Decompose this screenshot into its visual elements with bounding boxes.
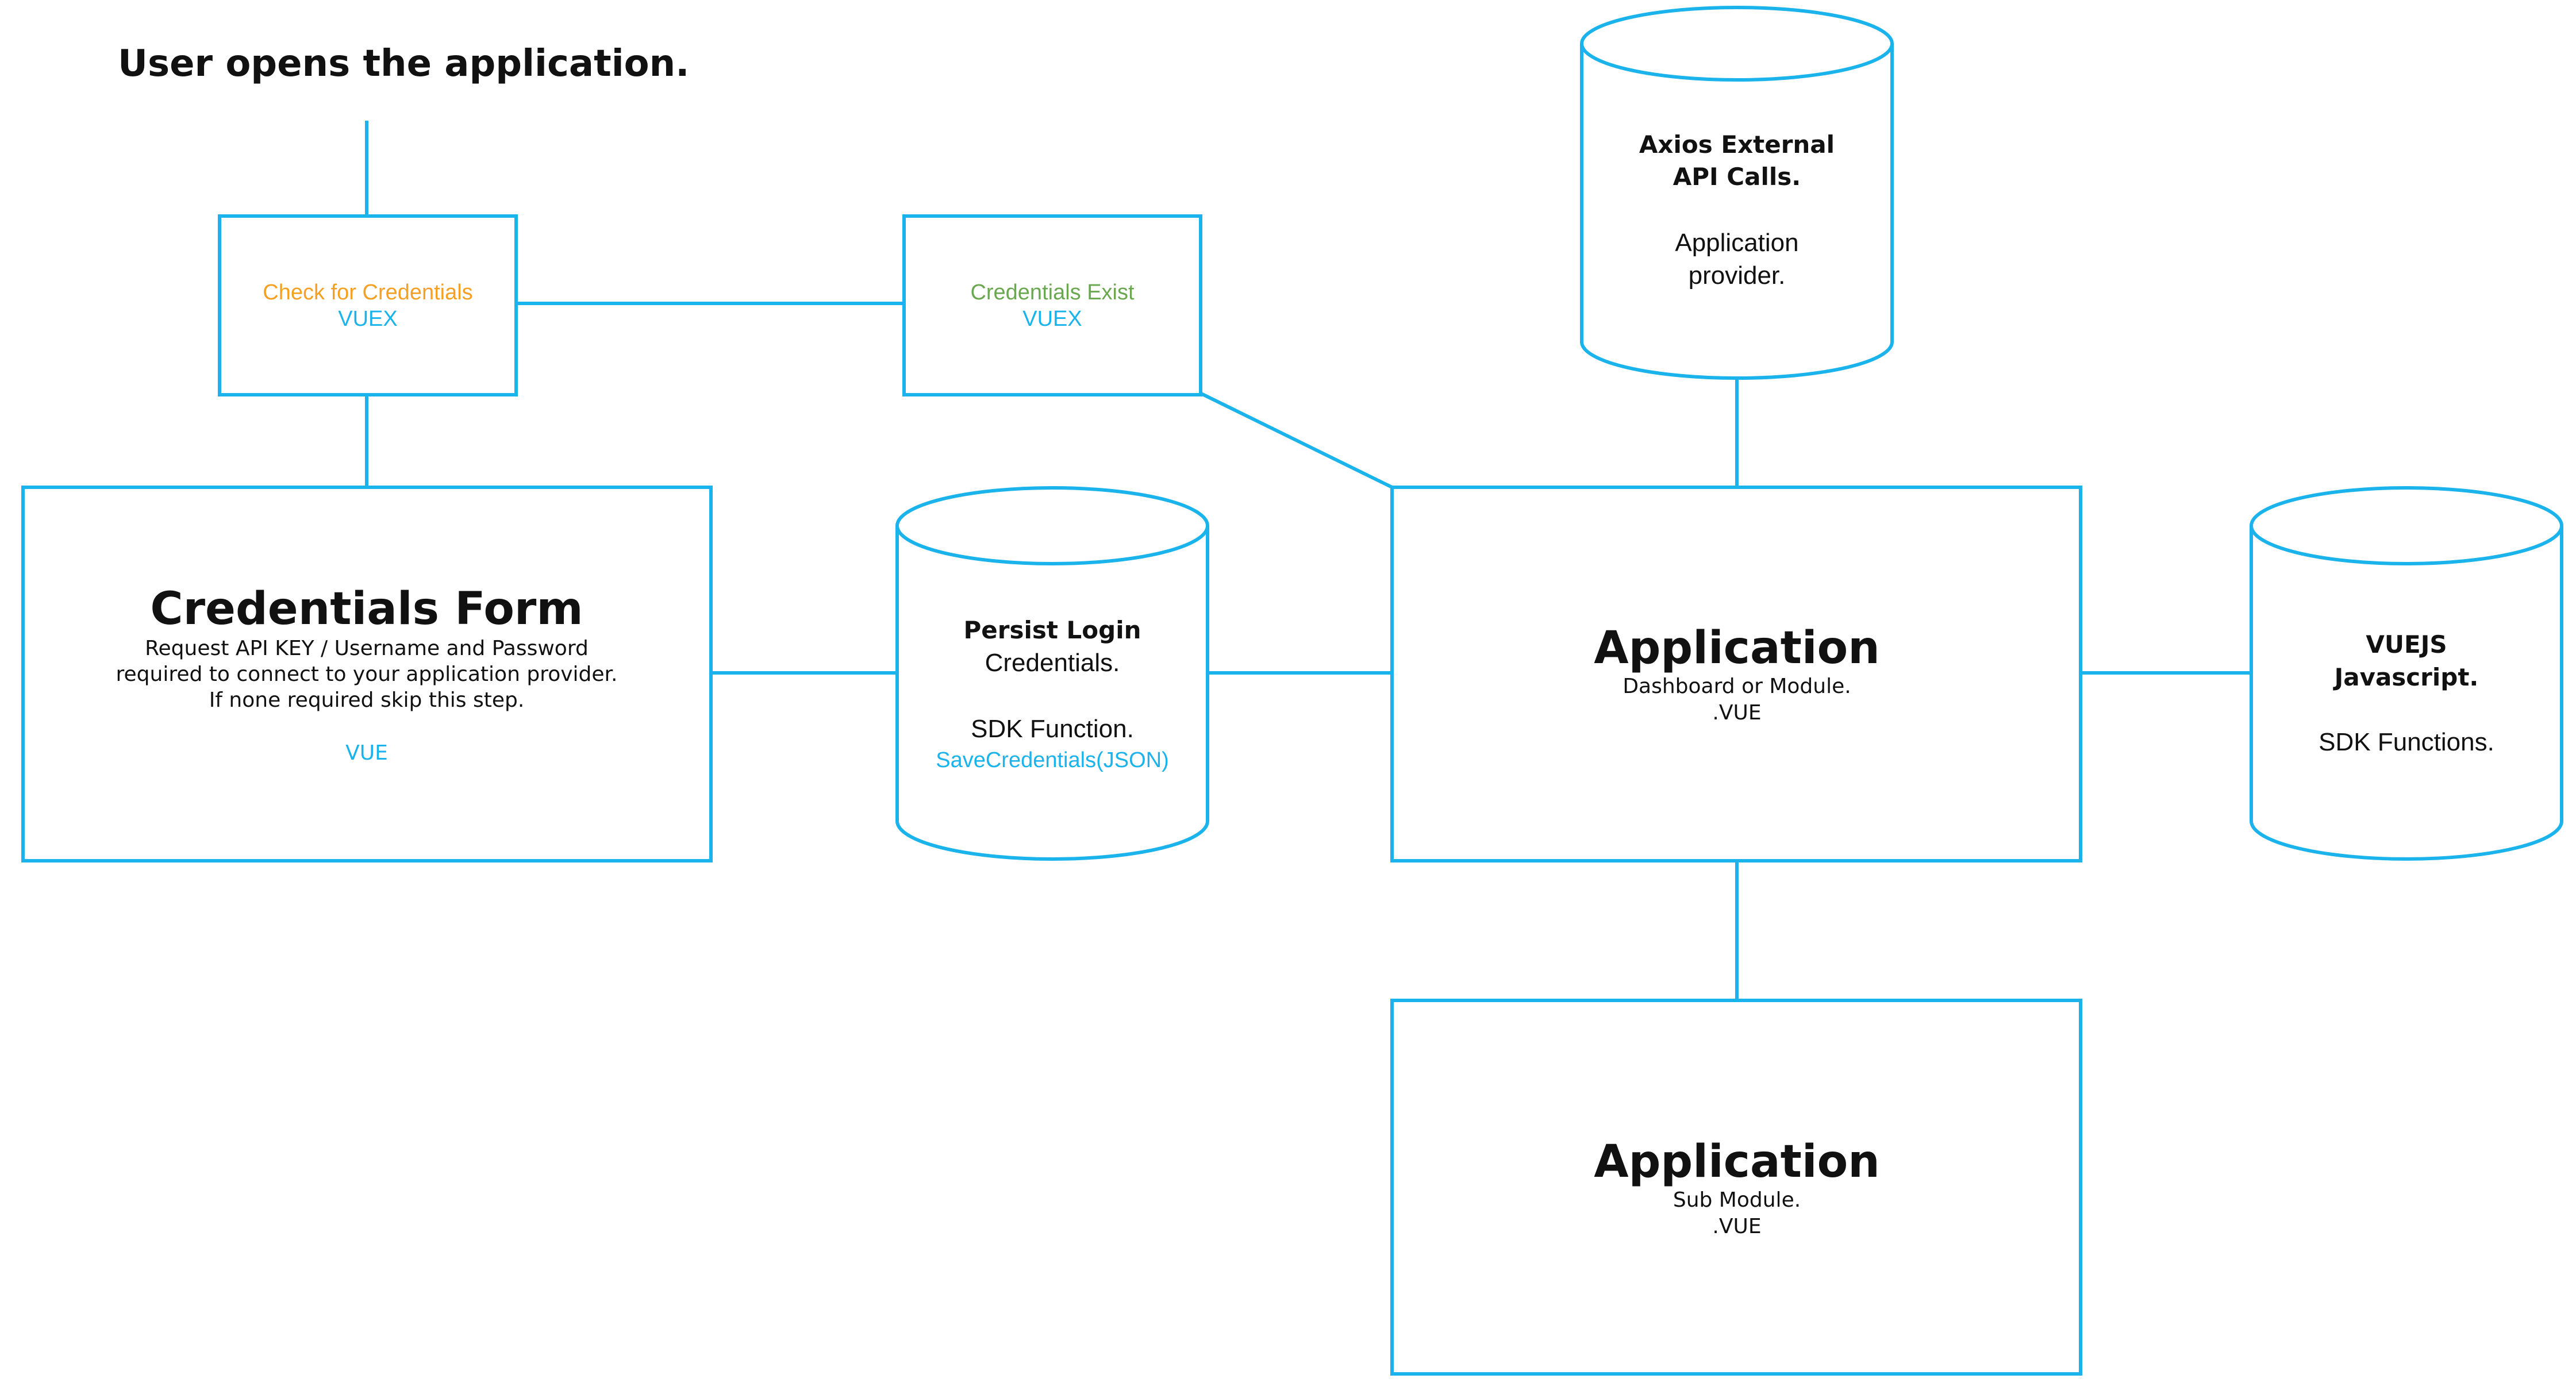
connector-exist-to-app	[1199, 391, 1393, 489]
persist-login-label-2: Credentials.	[985, 649, 1120, 677]
axios-label-4: provider.	[1689, 261, 1786, 290]
credentials-form-desc-2: required to connect to your application …	[116, 663, 618, 686]
connectors	[365, 121, 2251, 1000]
persist-login-label-1: Persist Login	[963, 616, 1141, 644]
axios-external-database: Axios External API Calls. Application pr…	[1580, 6, 1894, 380]
axios-label-1: Axios External	[1639, 130, 1835, 159]
vuejs-label-2: Javascript.	[2333, 663, 2479, 691]
persist-login-sdk-call: SaveCredentials(JSON)	[936, 748, 1168, 772]
credentials-exist-box: Credentials Exist VUEX	[902, 214, 1202, 396]
axios-label-3: Application	[1675, 229, 1798, 257]
check-credentials-label: Check for Credentials	[263, 280, 472, 305]
application-sub-sub-1: Sub Module.	[1673, 1188, 1801, 1212]
application-main-sub-2: .VUE	[1712, 701, 1761, 725]
credentials-exist-tech: VUEX	[1022, 307, 1082, 331]
credentials-form-box: Credentials Form Request API KEY / Usern…	[21, 486, 713, 862]
vuejs-label-3: SDK Functions.	[2319, 728, 2494, 756]
vuejs-database: VUEJS Javascript. SDK Functions.	[2250, 486, 2563, 861]
credentials-form-tech: VUE	[345, 741, 388, 765]
vuejs-label-1: VUEJS	[2366, 630, 2447, 659]
application-sub-title: Application	[1594, 1136, 1880, 1188]
persist-login-label-3: SDK Function.	[971, 715, 1134, 743]
check-credentials-box: Check for Credentials VUEX	[218, 214, 518, 396]
check-credentials-tech: VUEX	[338, 307, 397, 331]
diagram-heading: User opens the application.	[118, 43, 689, 85]
credentials-form-desc-1: Request API KEY / Username and Password	[145, 637, 589, 660]
credentials-form-desc-3: If none required skip this step.	[209, 688, 525, 712]
axios-label-2: API Calls.	[1673, 163, 1801, 191]
credentials-exist-label: Credentials Exist	[970, 280, 1135, 305]
application-main-title: Application	[1594, 622, 1880, 674]
persist-login-database: Persist Login Credentials. SDK Function.…	[895, 486, 1209, 861]
application-main-sub-1: Dashboard or Module.	[1623, 675, 1851, 698]
credentials-form-title: Credentials Form	[150, 583, 583, 635]
application-submodule-box: Application Sub Module. .VUE	[1390, 999, 2082, 1376]
application-main-box: Application Dashboard or Module. .VUE	[1390, 486, 2082, 862]
application-sub-sub-2: .VUE	[1712, 1215, 1761, 1238]
